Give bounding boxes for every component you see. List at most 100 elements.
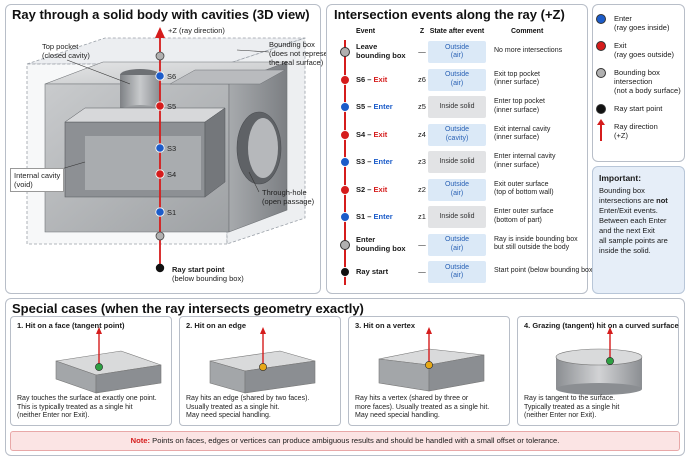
event-name: S4 – Exit <box>356 129 388 139</box>
special-title: Special cases (when the ray intersects g… <box>12 301 364 316</box>
event-name: S1 – Enter <box>356 212 393 221</box>
event-dot-gray <box>340 239 350 250</box>
point-label-s4: S4 <box>167 170 177 179</box>
view3d-title: Ray through a solid body with cavities (… <box>12 7 310 22</box>
event-comment: Enter outer surface(bottom of part) <box>494 208 554 224</box>
event-dot-black <box>340 267 350 277</box>
event-dot-blue <box>340 212 350 222</box>
event-z: z6 <box>418 74 426 84</box>
event-comment: Exit outer surface(top of bottom wall) <box>494 180 554 197</box>
special-case-title: 2. Hit on an edge <box>186 321 247 330</box>
special-case-4: 4. Grazing (tangent) hit on a curved sur… <box>517 316 679 426</box>
point-s3 <box>155 143 165 153</box>
header-comment: Comment <box>511 28 544 35</box>
special-case-title: 3. Hit on a vertex <box>355 321 416 330</box>
event-state: Inside solid <box>428 96 486 118</box>
ray-arrow-icon <box>597 119 605 141</box>
event-comment: Exit internal cavity(inner surface) <box>494 125 551 142</box>
table-title: Intersection events along the ray (+Z) <box>334 7 565 22</box>
event-state: Outside(cavity) <box>428 123 486 146</box>
point-label-s3: S3 <box>167 144 177 153</box>
point-label-s5: S5 <box>167 102 177 111</box>
important-title: Important: <box>599 173 642 183</box>
header-state: State after event <box>429 28 485 35</box>
event-z: — <box>418 47 426 56</box>
event-dot-blue <box>340 102 350 112</box>
special-case-figure <box>378 327 485 392</box>
special-case-1: 1. Hit on a face (tangent point) Ray touc… <box>10 316 172 426</box>
legend-panel <box>592 4 685 162</box>
event-state: Inside solid <box>428 151 486 173</box>
special-case-figure <box>209 327 316 394</box>
point-s6 <box>155 71 165 81</box>
event-z: z3 <box>418 157 426 166</box>
legend-dot-black <box>596 104 606 114</box>
event-dot-red <box>340 184 350 195</box>
special-case-title: 1. Hit on a face (tangent point) <box>17 321 125 330</box>
header-event: Event <box>356 28 376 35</box>
ray-arrowhead <box>155 27 165 38</box>
point-bbox-top <box>155 51 165 61</box>
event-dot-red <box>340 129 350 140</box>
event-comment: Enter internal cavity(inner surface) <box>494 153 556 169</box>
special-case-figure <box>555 327 643 395</box>
event-comment: Enter top pocket(inner surface) <box>494 98 545 114</box>
special-case-figure <box>55 327 162 394</box>
event-name: S3 – Enter <box>356 157 393 166</box>
note-label: Note: <box>130 436 151 445</box>
event-z: — <box>418 267 426 276</box>
event-name: S2 – Exit <box>356 184 388 194</box>
event-dot-gray <box>340 47 350 57</box>
ray-direction-label: +Z (ray direction) <box>168 26 225 35</box>
special-case-description: Ray hits an edge (shared by two faces).U… <box>186 395 310 420</box>
event-name: S6 – Exit <box>356 74 388 84</box>
point-bbox-bottom <box>155 231 165 241</box>
through-hole-callout: Through-hole (open passage) <box>262 188 315 206</box>
header-z: Z <box>419 28 425 35</box>
bbox-callout: Bounding box (does not represent the rea… <box>269 40 335 67</box>
event-state: Outside(air) <box>428 261 486 283</box>
special-case-description: Ray touches the surface at exactly one p… <box>17 395 157 420</box>
legend-dot-blue <box>596 14 606 24</box>
event-state: Inside solid <box>428 206 486 228</box>
point-s4 <box>155 169 165 179</box>
note-bar: Note: Points on faces, edges or vertices… <box>10 431 680 451</box>
point-label-s6: S6 <box>167 72 177 81</box>
internal-cavity-callout: Internal cavity (void) <box>10 168 65 192</box>
event-comment: No more intersections <box>494 47 563 54</box>
special-case-title: 4. Grazing (tangent) hit on a curved sur… <box>524 321 679 330</box>
event-z: z4 <box>418 129 426 139</box>
event-dot-red <box>340 74 350 85</box>
event-comment: Start point (below bounding box) <box>494 267 595 274</box>
ray-start-callout: Ray start point (below bounding box) <box>172 265 244 283</box>
note-text: Points on faces, edges or vertices can p… <box>152 436 560 445</box>
view3d-figure <box>26 27 306 273</box>
table-row: Ray start—Outside(air)Start point (below… <box>326 259 595 286</box>
event-name: S5 – Enter <box>356 102 393 111</box>
event-state: Outside(air) <box>428 68 486 91</box>
event-state: Outside(air) <box>428 178 486 201</box>
event-z: z1 <box>418 212 426 221</box>
event-z: z2 <box>418 184 426 194</box>
top-pocket-callout: Top pocket (closed cavity) <box>42 42 90 60</box>
event-comment: Exit top pocket(inner surface) <box>494 70 540 87</box>
point-s5 <box>155 101 165 111</box>
event-z: — <box>418 239 426 249</box>
event-dot-blue <box>340 157 350 167</box>
point-s1 <box>155 207 165 217</box>
point-label-s1: S1 <box>167 208 177 217</box>
event-z: z5 <box>418 102 426 111</box>
